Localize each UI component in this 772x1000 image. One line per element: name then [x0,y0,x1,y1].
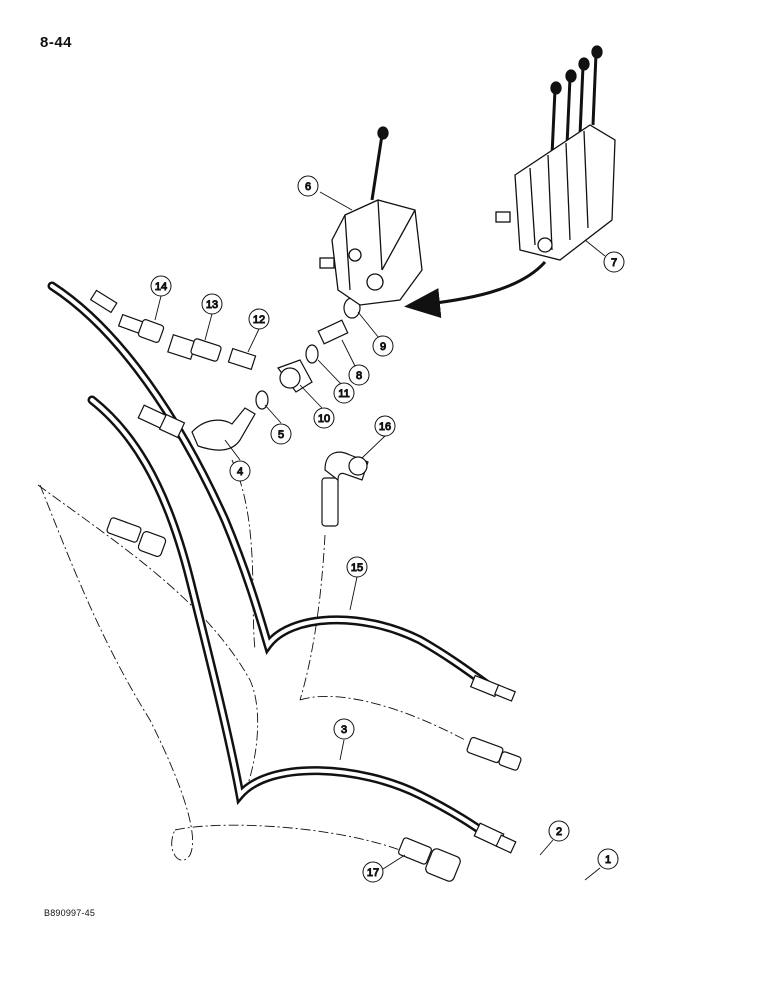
callout-14: 14 [150,275,172,297]
control-valve-multi [495,45,616,261]
callout-10: 10 [313,407,335,429]
hose-end-fittings [89,289,517,854]
callout-6: 6 [297,175,319,197]
svg-text:3: 3 [341,724,347,736]
callout-9: 9 [372,335,394,357]
svg-text:2: 2 [556,826,562,838]
callout-13: 13 [201,293,223,315]
callout-5: 5 [270,423,292,445]
svg-text:13: 13 [206,299,218,311]
svg-text:5: 5 [278,429,284,441]
callout-2: 2 [548,820,570,842]
figure-code: B890997-45 [44,908,96,918]
svg-text:7: 7 [611,257,617,269]
callout-17: 17 [362,861,384,883]
callout-1: 1 [597,848,619,870]
phantom-outline [37,459,466,861]
callout-15: 15 [346,556,368,578]
callout-7: 7 [603,251,625,273]
callouts: 1 2 3 4 5 6 7 8 9 10 11 12 13 14 15 16 1… [150,175,625,883]
page-number: 8-44 [40,34,73,51]
svg-text:9: 9 [380,341,386,353]
control-valve-single [319,126,423,306]
hoses [47,281,500,845]
svg-text:1: 1 [605,854,611,866]
callout-11: 11 [333,382,355,404]
callout-8: 8 [348,364,370,386]
svg-text:14: 14 [155,281,167,293]
svg-text:16: 16 [379,421,391,433]
svg-text:8: 8 [356,370,362,382]
callout-12: 12 [248,308,270,330]
svg-text:6: 6 [305,181,311,193]
callout-4: 4 [229,460,251,482]
valve-fittings [117,297,361,451]
relocation-arrow [404,261,547,318]
svg-text:10: 10 [318,413,330,425]
svg-text:17: 17 [367,867,379,879]
svg-text:12: 12 [253,314,265,326]
loose-fittings [106,451,522,882]
callout-3: 3 [333,718,355,740]
leader-lines [154,191,606,881]
callout-16: 16 [374,415,396,437]
svg-text:4: 4 [237,466,243,478]
svg-text:11: 11 [338,388,349,400]
svg-text:15: 15 [351,562,363,574]
